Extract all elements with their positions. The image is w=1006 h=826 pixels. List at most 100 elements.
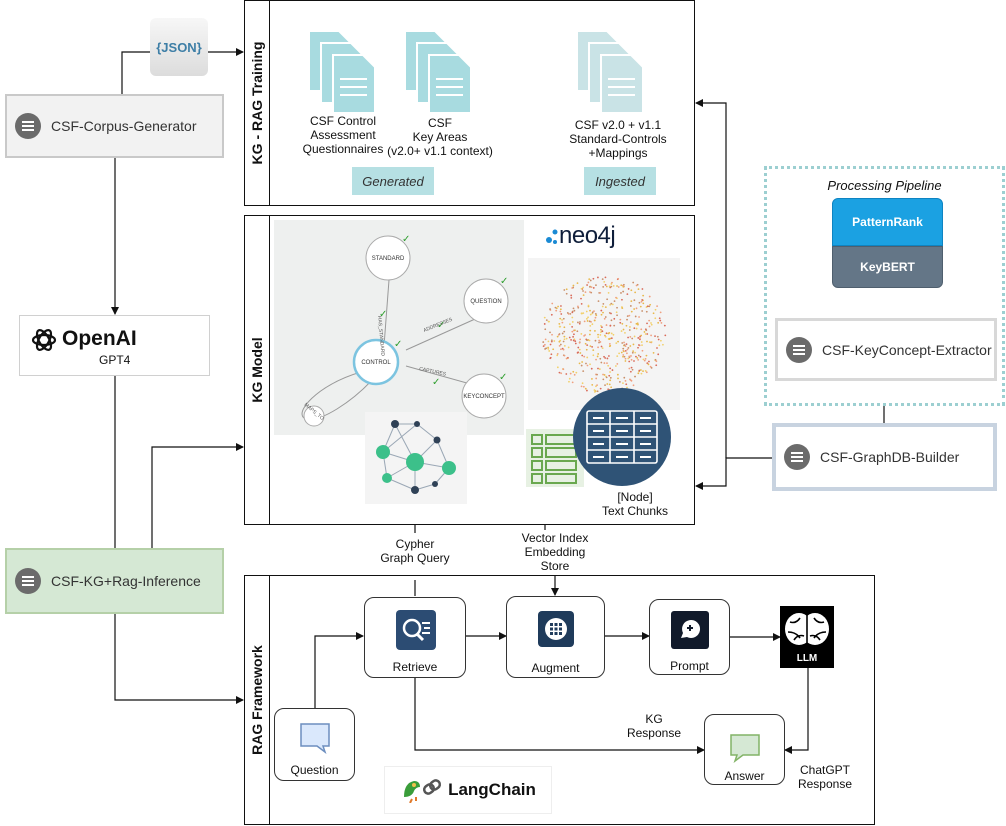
cloud-dot — [551, 302, 554, 305]
service-kg-rag-inference[interactable]: CSF-KG+Rag-Inference — [5, 548, 224, 614]
cloud-dot — [645, 310, 648, 313]
cloud-dot — [622, 355, 624, 358]
cloud-dot — [591, 323, 594, 326]
cloud-dot — [548, 350, 551, 352]
node-llm[interactable]: LLM — [780, 606, 834, 668]
cloud-dot — [646, 305, 649, 308]
node-answer[interactable]: Answer — [704, 714, 785, 785]
cloud-dot — [550, 313, 553, 316]
node-retrieve[interactable]: Retrieve — [364, 597, 466, 678]
cloud-dot — [581, 354, 584, 357]
cloud-dot — [610, 332, 613, 335]
cloud-dot — [626, 386, 628, 389]
cloud-dot — [591, 378, 593, 380]
cloud-dot — [572, 335, 575, 338]
cloud-dot — [562, 317, 565, 320]
cloud-dot — [591, 311, 594, 314]
cloud-dot — [565, 337, 568, 340]
cloud-dot — [596, 384, 598, 387]
cloud-dot — [630, 379, 633, 382]
cloud-dot — [641, 288, 644, 290]
cloud-dot — [605, 285, 608, 288]
cloud-dot — [592, 287, 595, 289]
cloud-dot — [563, 338, 566, 341]
cloud-dot — [641, 310, 644, 312]
cloud-dot — [600, 345, 603, 348]
cloud-dot — [600, 309, 603, 312]
cloud-dot — [650, 341, 653, 343]
cloud-dot — [542, 345, 545, 347]
cloud-dot — [608, 383, 611, 386]
node-augment[interactable]: Augment — [506, 596, 605, 678]
edge-label-cypher: Cypher Graph Query — [368, 537, 462, 565]
cloud-dot — [585, 348, 588, 351]
service-graphdb-builder[interactable]: CSF-GraphDB-Builder — [772, 423, 997, 491]
cloud-dot — [600, 361, 603, 364]
cloud-dot — [586, 284, 589, 286]
cloud-dot — [631, 337, 634, 340]
cloud-dot — [642, 294, 645, 297]
cloud-dot — [645, 354, 648, 357]
cloud-dot — [542, 341, 545, 343]
cloud-dot — [645, 371, 648, 374]
cloud-dot — [658, 344, 661, 347]
cloud-dot — [613, 324, 616, 327]
panel-title-column: KG - RAG Training — [245, 1, 270, 205]
cloud-dot — [641, 344, 643, 347]
cloud-dot — [596, 390, 599, 393]
pipeline-title: Processing Pipeline — [827, 178, 942, 193]
cloud-dot — [611, 369, 614, 371]
service-keyconcept-extractor[interactable]: CSF-KeyConcept-Extractor — [775, 318, 997, 381]
cloud-dot — [621, 298, 623, 301]
cloud-dot — [569, 372, 572, 375]
cloud-dot — [563, 335, 566, 338]
cloud-dot — [572, 284, 575, 287]
cloud-dot — [577, 306, 580, 309]
cloud-dot — [588, 320, 591, 323]
cloud-dot — [599, 334, 602, 336]
cloud-dot — [585, 362, 587, 365]
node-answer-label: Answer — [724, 769, 765, 783]
cloud-dot — [609, 376, 612, 379]
cloud-dot — [559, 308, 562, 311]
cloud-dot — [621, 322, 624, 325]
cloud-dot — [597, 276, 599, 279]
cloud-dot — [570, 339, 572, 341]
cloud-dot — [656, 305, 659, 308]
cloud-dot — [604, 384, 606, 387]
cloud-dot — [660, 322, 663, 324]
cloud-dot — [656, 347, 658, 349]
cloud-dot — [604, 276, 607, 279]
step-patternrank[interactable]: PatternRank — [832, 198, 943, 246]
cloud-dot — [604, 335, 607, 338]
cloud-dot — [560, 372, 563, 375]
cloud-dot — [604, 357, 607, 359]
cloud-dot — [570, 294, 573, 297]
cloud-dot — [571, 325, 574, 328]
cloud-dot — [571, 287, 574, 289]
svg-text:✓: ✓ — [379, 309, 387, 320]
cloud-dot — [589, 291, 591, 293]
augment-icon — [538, 611, 574, 647]
cloud-dot — [601, 305, 604, 308]
openai-box[interactable]: OpenAI GPT4 — [19, 315, 210, 376]
cloud-dot — [642, 302, 645, 305]
cloud-dot — [630, 358, 633, 361]
node-prompt[interactable]: Prompt — [649, 599, 730, 675]
cloud-dot — [588, 285, 591, 288]
cloud-dot — [592, 349, 595, 352]
retrieve-icon — [396, 610, 436, 650]
cloud-dot — [597, 333, 599, 336]
service-corpus-generator[interactable]: CSF-Corpus-Generator — [5, 94, 224, 158]
cloud-dot — [575, 371, 578, 374]
step-keybert[interactable]: KeyBERT — [832, 246, 943, 288]
node-question[interactable]: Question — [274, 708, 355, 781]
cloud-dot — [637, 346, 639, 349]
cloud-dot — [648, 295, 651, 298]
cloud-dot — [568, 377, 571, 380]
cloud-dot — [622, 354, 625, 356]
cloud-dot — [583, 355, 586, 358]
cloud-dot — [637, 337, 640, 339]
cloud-dot — [619, 318, 622, 321]
cloud-dot — [543, 316, 546, 319]
